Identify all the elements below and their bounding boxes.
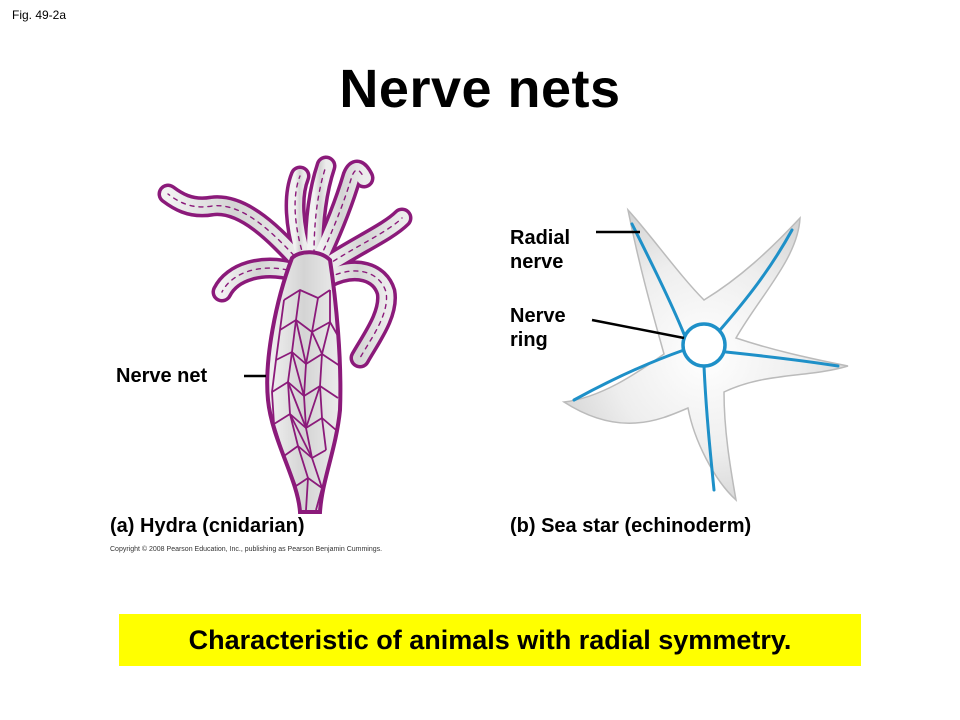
seastar-illustration	[561, 207, 849, 503]
figure-number: Fig. 49-2a	[12, 8, 67, 22]
symmetry-banner: Characteristic of animals with radial sy…	[119, 614, 861, 666]
radial-nerve-arm-3	[724, 350, 840, 368]
hydra-tentacle-nerves	[167, 165, 403, 359]
radial-nerves	[572, 222, 840, 492]
label-nerve-net: Nerve net	[116, 365, 208, 387]
radial-nerve-arm-2	[718, 228, 794, 332]
radial-nerve-arm-1	[630, 222, 686, 336]
hydra-illustration	[157, 155, 413, 514]
hydra-nerve-net	[271, 289, 341, 511]
radial-nerve-arm-4	[702, 364, 716, 492]
radial-nerve-arm-5	[572, 348, 686, 402]
nerve-ring-circle	[681, 322, 727, 368]
hydra-body	[265, 250, 343, 514]
slide-title: Nerve nets	[339, 59, 621, 119]
copyright-notice: Copyright © 2008 Pearson Education, Inc.…	[110, 546, 383, 553]
caption-hydra: (a) Hydra (cnidarian)	[110, 515, 305, 537]
caption-seastar: (b) Sea star (echinoderm)	[510, 515, 752, 537]
label-nerve-ring: Nerve ring	[510, 305, 566, 351]
hydra-tentacles	[157, 155, 413, 369]
label-radial-nerve: Radial nerve	[510, 227, 571, 273]
nerve-ring-leader-line	[591, 318, 685, 340]
